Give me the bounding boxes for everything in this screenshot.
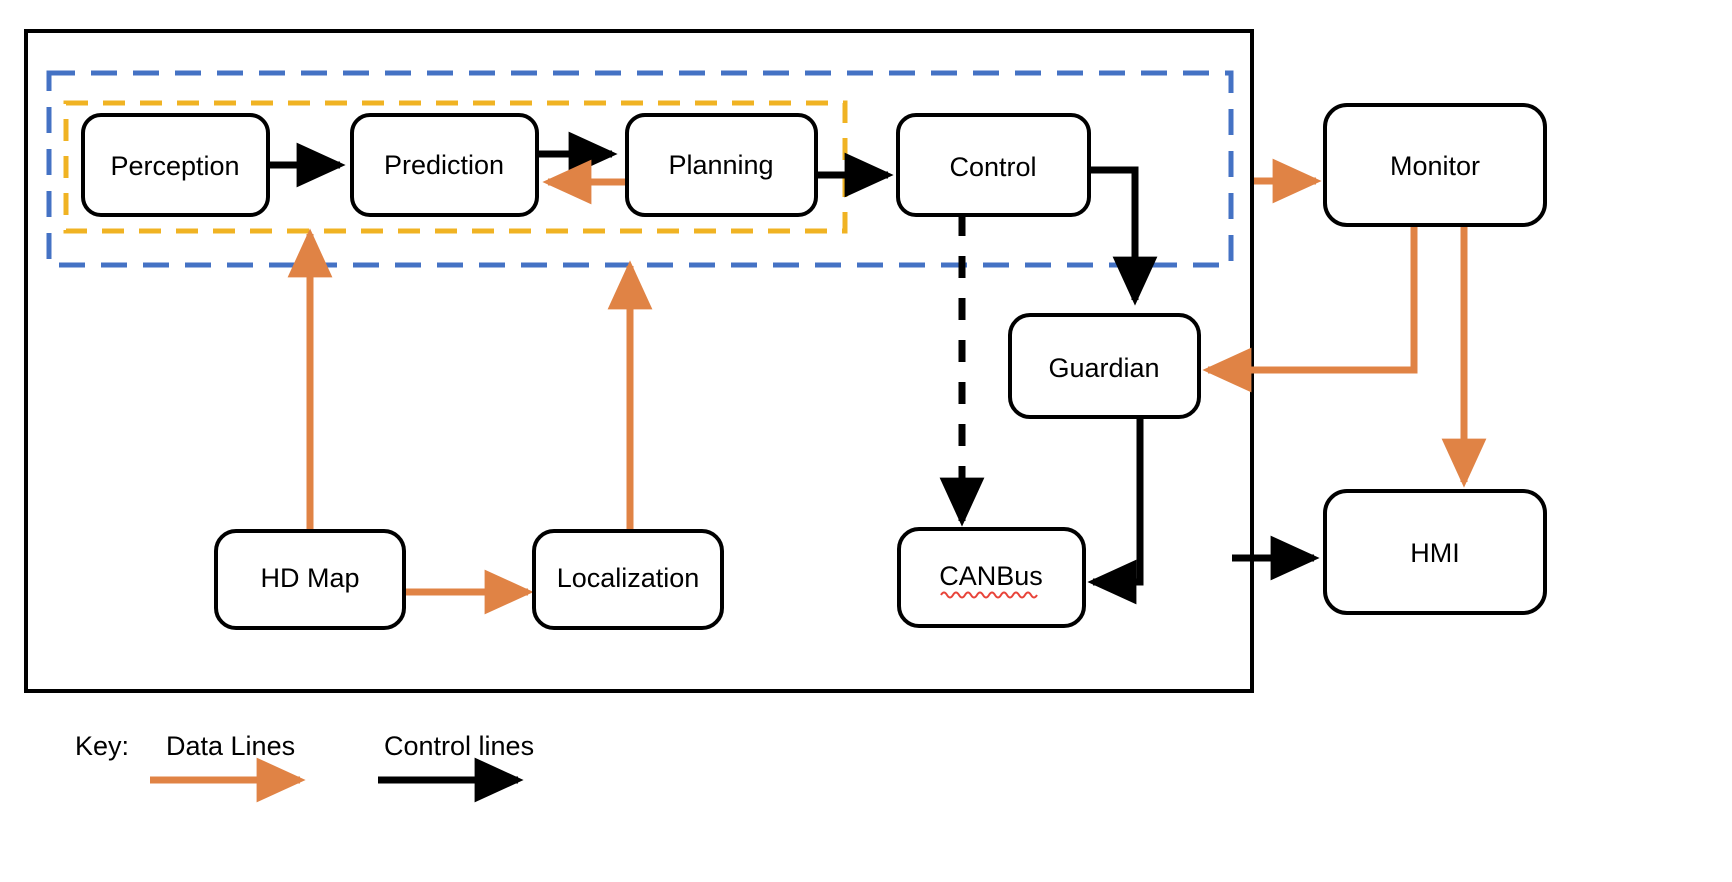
spellcheck-squiggle-icon xyxy=(940,591,1038,599)
node-perception[interactable]: Perception xyxy=(81,113,270,217)
node-label-control: Control xyxy=(949,152,1036,182)
blue-group-box xyxy=(46,70,1234,268)
edge-monitor-to-guardian xyxy=(1202,224,1418,393)
key-label-data-lines: Data Lines xyxy=(166,731,295,761)
edge-guardian-to-canbus xyxy=(1087,415,1144,605)
edge-control-to-guardian xyxy=(1089,166,1158,306)
node-control[interactable]: Control xyxy=(896,113,1091,217)
node-monitor[interactable]: Monitor xyxy=(1323,103,1547,227)
node-label-guardian: Guardian xyxy=(1048,353,1159,383)
node-label-prediction: Prediction xyxy=(384,150,504,180)
yellow-group-box xyxy=(63,100,848,234)
node-planning[interactable]: Planning xyxy=(625,113,818,217)
node-guardian[interactable]: Guardian xyxy=(1008,313,1201,419)
key-label-control-lines: Control lines xyxy=(384,731,534,761)
node-label-hdmap: HD Map xyxy=(260,563,359,593)
vehicle-boundary-box xyxy=(24,29,1254,693)
node-prediction[interactable]: Prediction xyxy=(350,113,539,217)
node-label-perception: Perception xyxy=(110,151,239,181)
node-label-monitor: Monitor xyxy=(1390,151,1480,181)
node-canbus[interactable]: CANBus xyxy=(897,527,1086,628)
node-label-localization: Localization xyxy=(557,563,700,593)
node-label-hmi: HMI xyxy=(1410,538,1460,568)
node-label-planning: Planning xyxy=(668,150,773,180)
node-hdmap[interactable]: HD Map xyxy=(214,529,406,630)
key-title: Key: xyxy=(75,731,129,761)
node-localization[interactable]: Localization xyxy=(532,529,724,630)
node-hmi[interactable]: HMI xyxy=(1323,489,1547,615)
node-label-canbus: CANBus xyxy=(939,561,1043,591)
